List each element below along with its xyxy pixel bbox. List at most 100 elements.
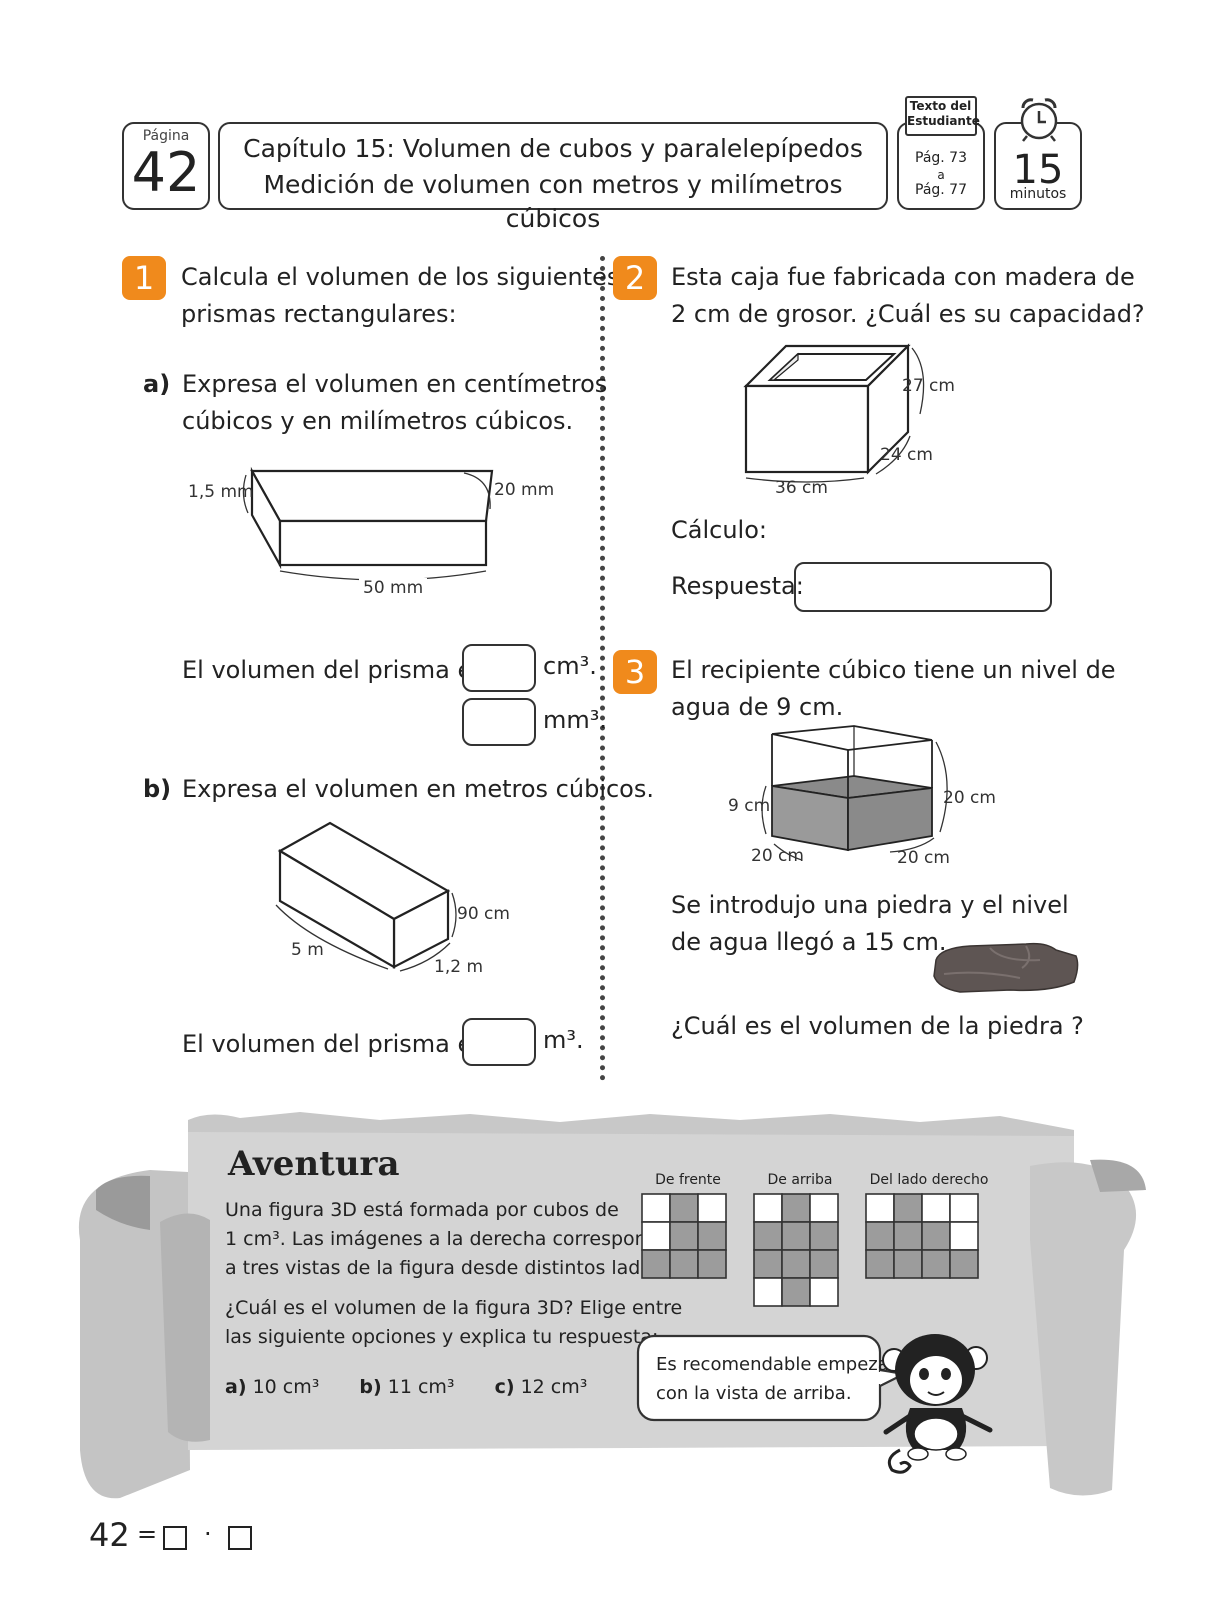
book-icon: Texto del Estudiante [905, 96, 980, 136]
question-3-line1: El recipiente cúbico tiene un nivel de [671, 656, 1116, 684]
view-front-cell [641, 1249, 671, 1279]
adventure-p1-line3: a tres vistas de la figura desde distint… [225, 1257, 668, 1279]
view-right-cell [949, 1221, 979, 1251]
adventure-p2-line2: las siguiente opciones y explica tu resp… [225, 1326, 659, 1348]
view-right-title: Del lado derecho [869, 1172, 989, 1188]
question-2-line2: 2 cm de grosor. ¿Cuál es su capacidad? [671, 300, 1145, 328]
container-side-label: 20 cm [897, 848, 950, 868]
view-top-cell [781, 1249, 811, 1279]
view-right-cell [921, 1249, 951, 1279]
hint-line1: Es recomendable empezar [656, 1354, 897, 1375]
box-height-label: 27 cm [902, 376, 955, 396]
hint-line2: con la vista de arriba. [656, 1383, 852, 1404]
prism-b-figure [275, 821, 457, 972]
footer-factor-box-2 [228, 1526, 252, 1550]
adventure-paragraph-1: Una figura 3D está formada por cubos de … [225, 1196, 683, 1283]
view-front-cell [669, 1221, 699, 1251]
view-front-cell [641, 1221, 671, 1251]
option-c[interactable]: c) 12 cm³ [494, 1376, 588, 1398]
adventure-paragraph-2: ¿Cuál es el volumen de la figura 3D? Eli… [225, 1294, 682, 1352]
question-3-question: ¿Cuál es el volumen de la piedra ? [671, 1012, 1084, 1040]
adventure-p2-line1: ¿Cuál es el volumen de la figura 3D? Eli… [225, 1297, 683, 1319]
book-line1: Texto del [909, 99, 972, 113]
view-right-cell [865, 1193, 895, 1223]
question-1a-line1: Expresa el volumen en centímetros [182, 370, 608, 398]
view-top-cell [809, 1249, 839, 1279]
pages-from: Pág. 73 [915, 150, 967, 166]
textbook-reference-box: Pág. 73 a Pág. 77 [897, 122, 985, 210]
stone-image [933, 942, 1079, 993]
water-level-label: 9 cm [728, 796, 771, 816]
open-box-figure [743, 343, 925, 483]
question-3-text1: Se introdujo una piedra y el nivel [671, 891, 1069, 919]
prism-b-m3-unit: m³. [543, 1026, 584, 1054]
view-right-cell [921, 1193, 951, 1223]
prism-a-depth-label: 20 mm [494, 480, 555, 500]
view-front-title: De frente [655, 1172, 721, 1188]
calculation-label: Cálculo: [671, 516, 767, 544]
view-top-cell [753, 1249, 783, 1279]
view-top-cell [809, 1193, 839, 1223]
view-front-cell [641, 1193, 671, 1223]
view-right-cell [949, 1193, 979, 1223]
prism-a-cm3-answer-box[interactable] [462, 644, 536, 692]
prism-b-m3-answer-box[interactable] [462, 1018, 536, 1066]
box-depth-label: 24 cm [880, 445, 933, 465]
prism-a-answer-text: El volumen del prisma es: [182, 656, 493, 684]
view-front-cell [697, 1249, 727, 1279]
page-label: Página [142, 128, 190, 144]
question-2-number: 2 [613, 256, 657, 300]
container-height-label: 20 cm [943, 788, 996, 808]
container-front-label: 20 cm [751, 846, 804, 866]
alarm-clock-icon [1020, 98, 1058, 142]
footer-equals: = [137, 1520, 158, 1548]
view-right-cell [893, 1249, 923, 1279]
book-line2: Estudiante [907, 114, 980, 128]
chapter-subtitle: Medición de volumen con metros y milímet… [263, 170, 843, 233]
answer-input-box[interactable] [794, 562, 1052, 612]
chapter-title: Capítulo 15: Volumen de cubos y paralele… [243, 134, 863, 163]
hint-text: Es recomendable empezar con la vista de … [656, 1350, 896, 1408]
question-1-line1: Calcula el volumen de los siguientes [181, 263, 620, 291]
view-right-cell [893, 1221, 923, 1251]
view-right-cell [921, 1221, 951, 1251]
view-top-cell [753, 1277, 783, 1307]
question-3-line2: agua de 9 cm. [671, 693, 844, 721]
option-b[interactable]: b) 11 cm³ [359, 1376, 455, 1398]
page-number: 42 [131, 141, 201, 204]
prism-b-answer-text: El volumen del prisma es: [182, 1030, 493, 1058]
prism-a-mm3-answer-box[interactable] [462, 698, 536, 746]
view-top-cell [753, 1221, 783, 1251]
view-top-cell [809, 1277, 839, 1307]
view-top-cell [781, 1277, 811, 1307]
view-top-cell [781, 1221, 811, 1251]
view-front-cell [697, 1221, 727, 1251]
view-top-cell [753, 1193, 783, 1223]
option-a[interactable]: a) 10 cm³ [225, 1376, 320, 1398]
adventure-p1-line1: Una figura 3D está formada por cubos de [225, 1199, 619, 1221]
view-right-cell [865, 1249, 895, 1279]
prism-a-height-label: 1,5 mm [188, 482, 254, 502]
view-right-cell [865, 1221, 895, 1251]
prism-b-height-label: 90 cm [457, 904, 510, 924]
view-front-cell [669, 1249, 699, 1279]
adventure-p1-line2: 1 cm³. Las imágenes a la derecha corresp… [225, 1228, 683, 1250]
prism-a-width-label: 50 mm [359, 578, 428, 598]
pages-to: Pág. 77 [915, 182, 967, 198]
water-container-figure [761, 725, 948, 861]
prism-a-mm3-unit: mm³. [543, 706, 608, 734]
question-1a-line2: cúbicos y en milímetros cúbicos. [182, 407, 574, 435]
time-unit: minutos [1009, 186, 1067, 202]
question-2-line1: Esta caja fue fabricada con madera de [671, 263, 1135, 291]
answer-label: Respuesta: [671, 572, 804, 600]
column-divider [600, 256, 605, 1081]
footer-factor-box-1 [163, 1526, 187, 1550]
chapter-title-box: Capítulo 15: Volumen de cubos y paralele… [218, 122, 888, 233]
question-3-text2: de agua llegó a 15 cm. [671, 928, 947, 956]
pages-a: a [937, 168, 945, 182]
view-front-cell [669, 1193, 699, 1223]
view-top-cell [809, 1221, 839, 1251]
adventure-options: a) 10 cm³ b) 11 cm³ c) 12 cm³ [225, 1376, 587, 1398]
page-number-box: Página 42 [122, 122, 210, 210]
